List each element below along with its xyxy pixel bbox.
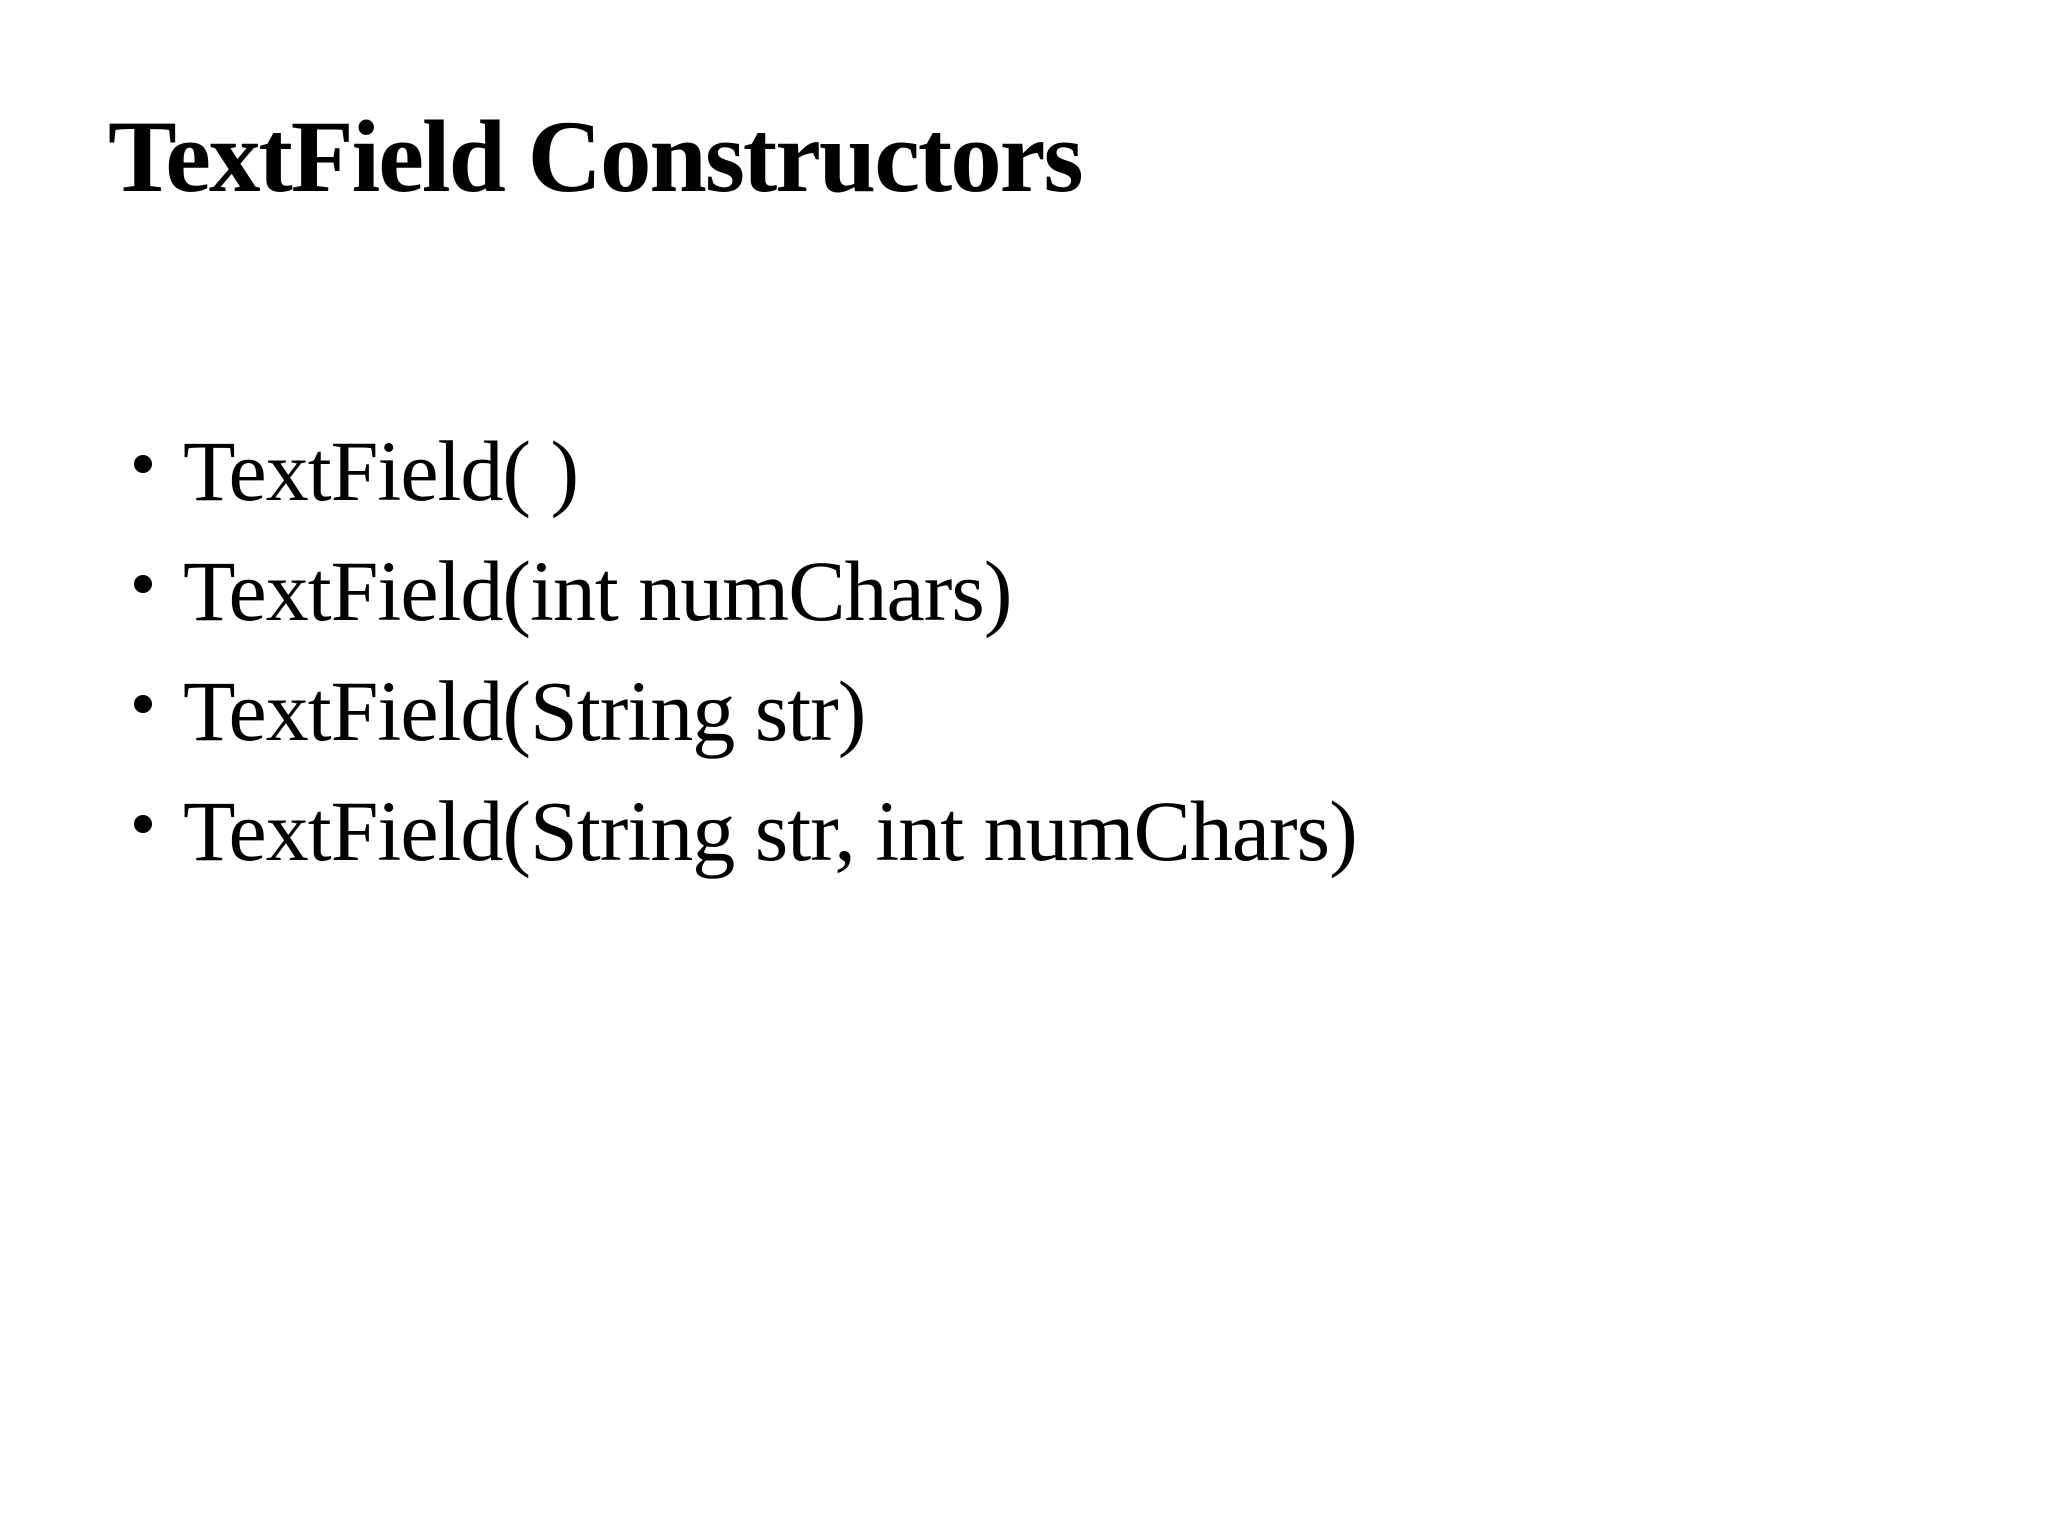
list-item: TextField(String str) xyxy=(110,651,1357,771)
bullet-list: TextField( ) TextField(int numChars) Tex… xyxy=(110,411,1358,891)
list-item: TextField(int numChars) xyxy=(110,531,1357,651)
bullet-item-label: TextField( ) xyxy=(183,423,579,519)
list-item: TextField(String str, int numChars) xyxy=(110,771,1358,891)
bullet-item-label: TextField(String str, int numChars) xyxy=(183,783,1358,879)
bullet-item-label: TextField(String str) xyxy=(183,663,866,759)
bullet-dot-icon xyxy=(134,455,152,473)
bullet-dot-icon xyxy=(134,815,152,833)
bullet-dot-icon xyxy=(134,695,152,713)
bullet-item-label: TextField(int numChars) xyxy=(183,543,1012,639)
bullet-dot-icon xyxy=(134,575,152,593)
list-item: TextField( ) xyxy=(110,411,1357,531)
slide-title: TextField Constructors xyxy=(108,100,1084,214)
